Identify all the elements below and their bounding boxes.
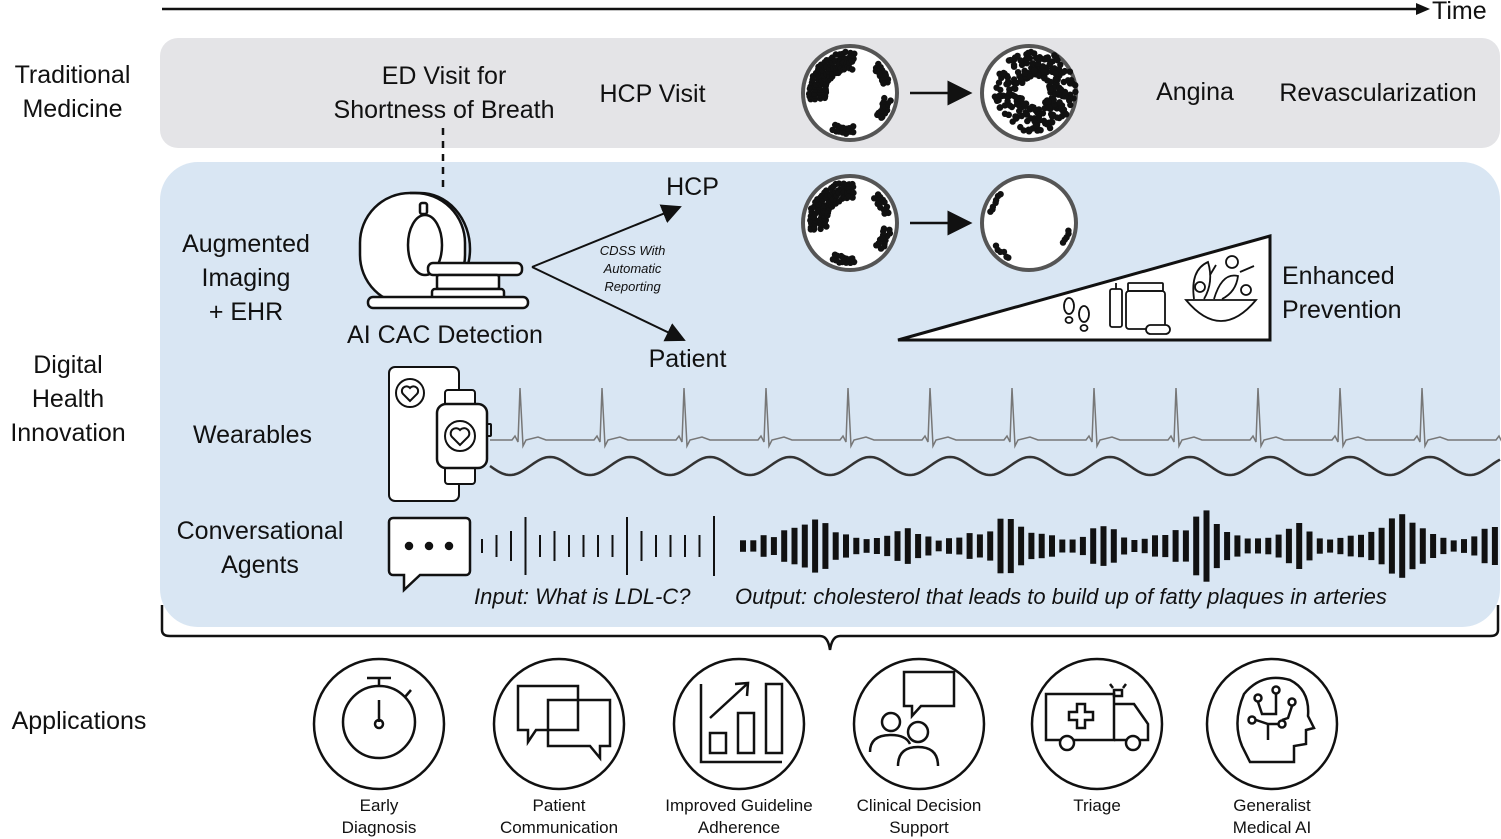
- row-label-applications: Applications: [11, 707, 147, 735]
- event-angina: Angina: [1156, 78, 1234, 106]
- chat-bubbles-icon: [492, 657, 626, 791]
- hcp-arrow: [531, 204, 682, 268]
- ai-cac-detection-label: AI CAC Detection: [347, 321, 543, 349]
- stopwatch-icon: [312, 657, 446, 791]
- phone-watch-icon: [388, 366, 492, 502]
- hcp-label: HCP: [666, 173, 719, 201]
- audio-waveform: [481, 510, 1498, 582]
- row-label-digital-health: Digital Health Innovation: [10, 351, 126, 447]
- ai-head-icon: [1205, 657, 1339, 791]
- application-label-patient-communication: Patient Communication: [499, 796, 619, 837]
- prevention-wedge: [897, 234, 1272, 342]
- ct-scanner-icon: [358, 191, 530, 310]
- application-label-generalist-medical-ai: Generalist Medical AI: [1232, 796, 1312, 837]
- patient-label: Patient: [648, 345, 727, 373]
- footprints-icon: [1063, 297, 1090, 332]
- medication-icon: [1109, 282, 1171, 335]
- salad-bowl-icon: [1184, 255, 1258, 322]
- cdss-label: CDSS With Automatic Reporting: [599, 243, 666, 294]
- conversation-input-text: Input: What is LDL-C?: [474, 584, 691, 609]
- application-label-guideline-adherence: Improved Guideline Adherence: [665, 796, 813, 837]
- ecg-trace: [490, 387, 1501, 449]
- vessel-partial-plaque-icon: [801, 44, 899, 142]
- time-axis-label: Time: [1432, 0, 1487, 25]
- row-label-traditional-medicine: Traditional Medicine: [14, 61, 131, 123]
- patient-arrow: [531, 266, 686, 342]
- time-axis-arrow: [162, 3, 1430, 15]
- bar-chart-icon: [672, 657, 806, 791]
- application-label-early-diagnosis: Early Diagnosis: [341, 796, 417, 837]
- application-label-clinical-decision-support: Clinical Decision Support: [856, 796, 982, 837]
- conversation-output-text: Output: cholesterol that leads to build …: [735, 584, 1387, 609]
- enhanced-prevention-label: Enhanced Prevention: [1282, 262, 1402, 324]
- chat-bubble-icon: [387, 516, 472, 593]
- sine-trace: [489, 455, 1501, 477]
- event-hcp-visit: HCP Visit: [599, 80, 706, 108]
- vessel-occluded-icon: [980, 44, 1079, 142]
- applications-bracket: [160, 605, 1500, 651]
- consultation-icon: [852, 657, 986, 791]
- subrow-label-augmented-imaging: Augmented Imaging + EHR: [182, 230, 310, 326]
- subrow-label-conversational-agents: Conversational Agents: [176, 517, 344, 579]
- event-ed-visit: ED Visit for Shortness of Breath: [333, 62, 555, 124]
- vessel-partial-plaque-icon: [801, 174, 899, 272]
- event-revascularization: Revascularization: [1279, 79, 1477, 107]
- vessel-cleared-icon: [980, 174, 1078, 272]
- subrow-label-wearables: Wearables: [192, 421, 313, 449]
- application-label-triage: Triage: [1073, 796, 1121, 815]
- ambulance-icon: [1030, 657, 1164, 791]
